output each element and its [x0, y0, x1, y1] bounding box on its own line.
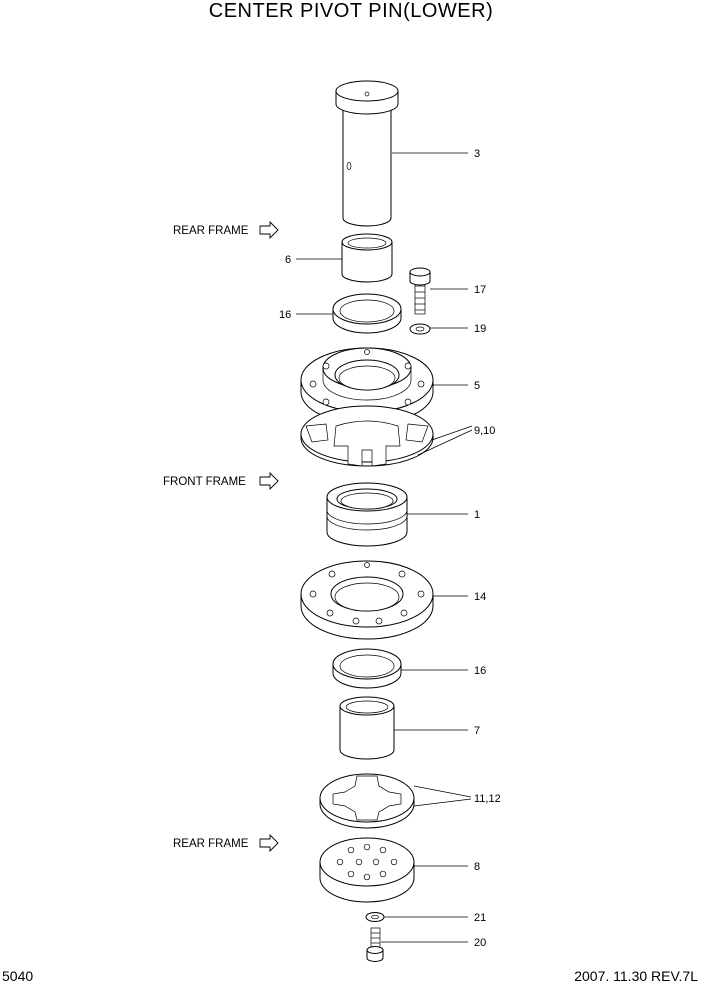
frame-label-rear-bottom: REAR FRAME	[173, 838, 249, 850]
part-8-end-plate	[319, 837, 415, 903]
revision-date: 2007. 11.30 REV.7L	[574, 968, 698, 984]
part-3-pivot-pin	[335, 80, 399, 227]
callout-14: 14	[474, 591, 486, 603]
part-9-10-shim-upper	[300, 405, 434, 467]
part-19-washer	[409, 323, 431, 335]
callout-5: 5	[474, 380, 480, 392]
part-16-seal-upper	[332, 293, 402, 334]
callout-16-upper: 16	[279, 309, 291, 321]
callout-7: 7	[474, 725, 480, 737]
part-14-lower-flange	[300, 560, 434, 640]
part-11-12-shim-lower	[319, 773, 415, 829]
callout-6: 6	[285, 254, 291, 266]
callout-9-10: 9,10	[474, 425, 495, 437]
frame-label-rear-top: REAR FRAME	[173, 225, 249, 237]
callout-17: 17	[474, 284, 486, 296]
part-16-seal-lower	[332, 648, 402, 689]
frame-label-front: FRONT FRAME	[163, 476, 246, 488]
part-6-bushing	[341, 233, 393, 283]
frame-arrow-icon	[259, 220, 279, 853]
part-21-washer	[365, 912, 385, 922]
callout-19: 19	[474, 323, 486, 335]
part-7-bushing	[339, 696, 395, 760]
page-number: 5040	[2, 968, 34, 984]
callout-16-lower: 16	[474, 665, 486, 677]
callout-20: 20	[474, 937, 486, 949]
callout-21: 21	[474, 912, 486, 924]
leader-lines	[296, 152, 473, 943]
part-20-bolt	[366, 927, 384, 962]
page-title: CENTER PIVOT PIN(LOWER)	[208, 0, 494, 22]
callout-3: 3	[474, 148, 480, 160]
part-17-bolt	[409, 267, 431, 315]
callout-8: 8	[474, 861, 480, 873]
callout-1: 1	[474, 509, 480, 521]
part-1-bearing	[326, 482, 408, 547]
callout-11-12: 11,12	[474, 793, 501, 805]
